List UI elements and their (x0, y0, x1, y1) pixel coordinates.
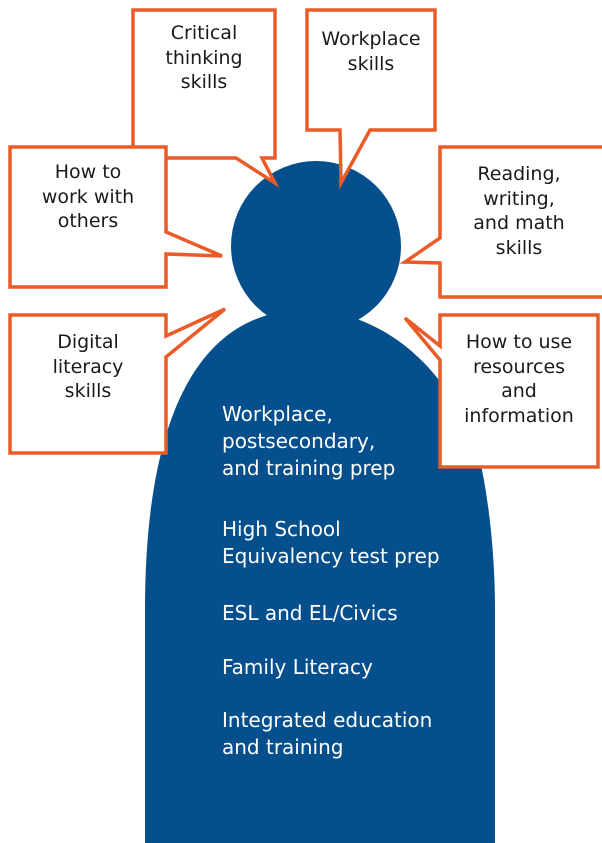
callout-use-resources: How to use resources and information (464, 331, 574, 427)
callout-reading-writing-math-shape (399, 145, 602, 299)
callout-work-with-others-shape (8, 145, 223, 289)
person-body (145, 310, 495, 843)
callout-use-resources-shape (403, 313, 600, 469)
callout-workplace-shape (305, 8, 437, 190)
program-item: High School Equivalency test prep (222, 517, 440, 568)
callout-work-with-others: How to work with others (41, 161, 135, 232)
callout-digital-literacy-shape (8, 307, 227, 455)
program-item: Family Literacy (222, 655, 373, 679)
program-item: Integrated education and training (222, 708, 433, 759)
callout-workplace: Workplace skills (321, 28, 421, 75)
callout-reading-writing-math: Reading, writing, and math skills (473, 163, 565, 259)
callout-digital-literacy: Digital literacy skills (52, 331, 124, 402)
person-head (231, 161, 401, 331)
program-item: Workplace, postsecondary, and training p… (222, 402, 396, 480)
callout-critical-thinking: Critical thinking skills (165, 22, 243, 93)
program-item: ESL and EL/Civics (222, 601, 398, 625)
